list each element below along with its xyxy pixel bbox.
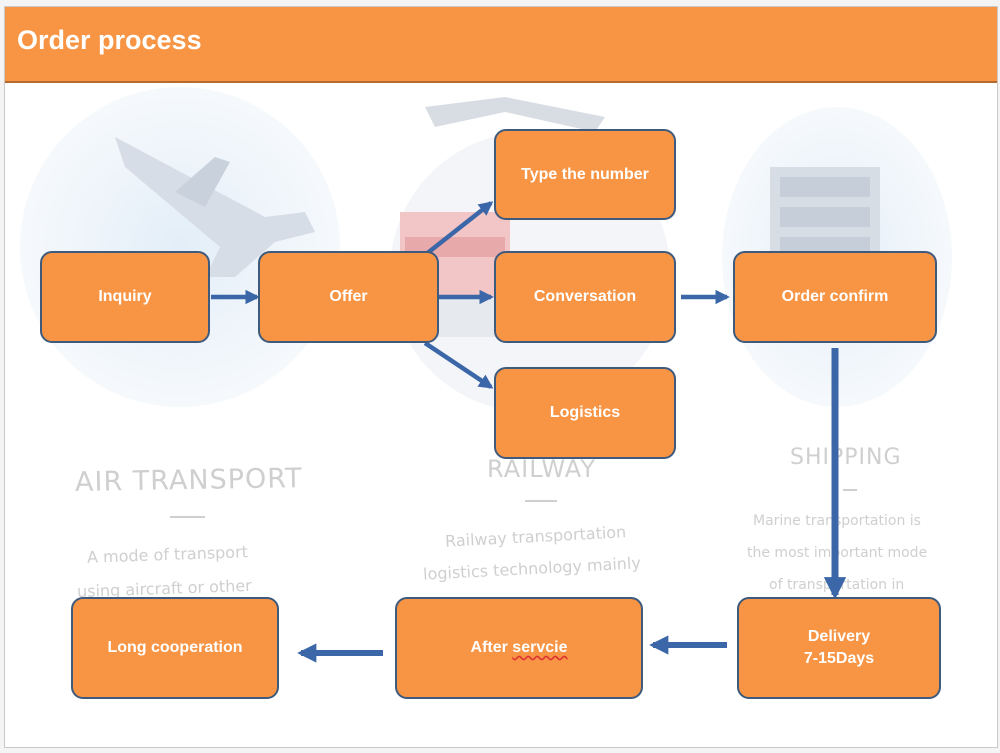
node-offer-label: Offer (329, 288, 368, 305)
node-logistics-label: Logistics (549, 404, 621, 421)
node-type-the-number[interactable]: Type the number (494, 129, 676, 220)
node-order-confirm[interactable]: Order confirm (733, 251, 937, 343)
node-after-service-word: servcie (512, 639, 568, 656)
node-type-the-number-label: Type the number (521, 165, 649, 183)
arrow-offer-type-number (423, 201, 494, 257)
flow-arrows (211, 201, 847, 663)
bg-railway-title: RAILWAY (487, 455, 596, 483)
node-conversation[interactable]: Conversation (494, 251, 676, 343)
node-after-service[interactable]: After servcie (395, 597, 643, 699)
slide: AIR TRANSPORT A mode of transport using … (4, 6, 998, 748)
node-long-cooperation[interactable]: Long cooperation (71, 597, 279, 699)
node-conversation-label: Conversation (533, 288, 637, 305)
node-delivery-duration: 7-15Days (803, 650, 875, 667)
node-offer[interactable]: Offer (258, 251, 439, 343)
node-delivery[interactable]: Delivery 7-15Days (737, 597, 941, 699)
node-inquiry-label: Inquiry (98, 288, 152, 305)
node-long-cooperation-label: Long cooperation (107, 639, 243, 656)
node-after-service-prefix: After (470, 639, 513, 656)
bg-shipping-title: SHIPPING (790, 445, 902, 470)
page-title: Order process (17, 25, 202, 55)
header-bar: Order process (5, 7, 997, 83)
node-logistics[interactable]: Logistics (494, 367, 676, 459)
arrow-offer-logistics (423, 341, 494, 389)
node-inquiry[interactable]: Inquiry (40, 251, 210, 343)
node-delivery-label: Delivery (807, 628, 871, 645)
node-order-confirm-label: Order confirm (781, 288, 889, 305)
